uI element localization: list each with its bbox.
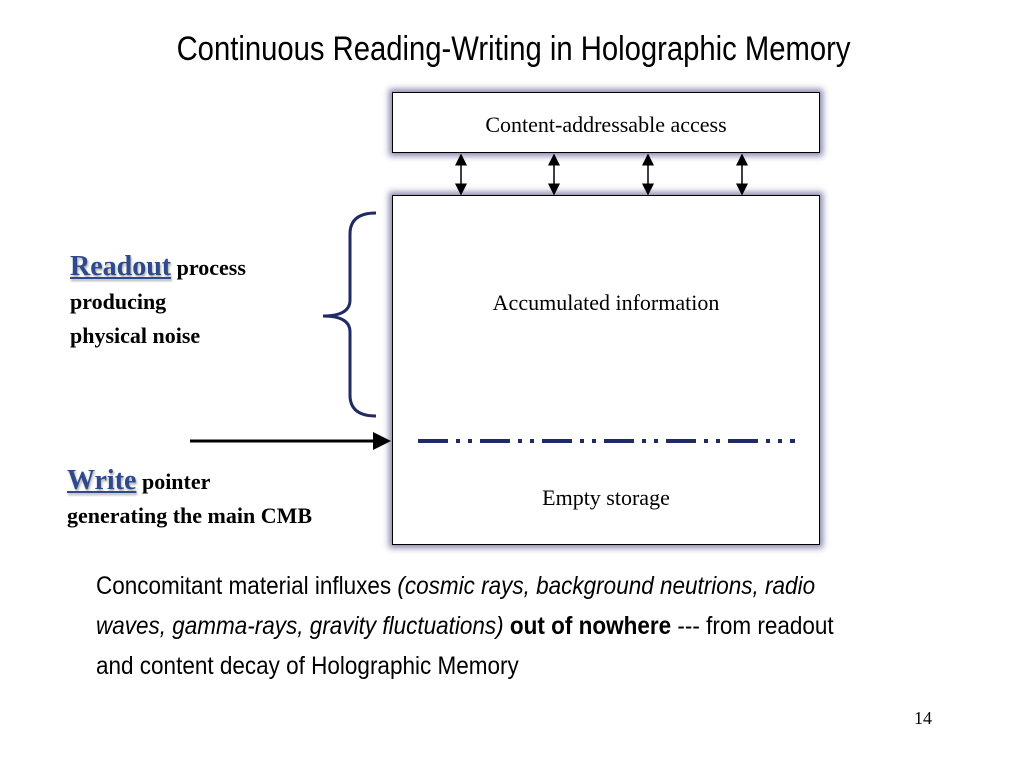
slide-title: Continuous Reading-Writing in Holographi… (176, 30, 851, 68)
readout-line2: producing (70, 289, 167, 314)
write-line2: generating the main CMB (67, 503, 313, 528)
accumulated-information-label: Accumulated information (492, 290, 720, 315)
memory-storage-box: Accumulated information Empty storage (392, 195, 820, 545)
caption-text: Concomitant material influxes (cosmic ra… (96, 566, 870, 686)
write-description: Write pointer generating the main CMB (67, 464, 312, 533)
write-keyword: Write (67, 465, 137, 496)
caption-italic: (cosmic rays, background neutrions, radi… (96, 572, 816, 640)
empty-storage-label: Empty storage (542, 485, 670, 510)
write-line1-rest: pointer (136, 469, 211, 494)
readout-keyword: Readout (70, 251, 172, 282)
page-number: 14 (914, 708, 932, 728)
readout-brace (322, 211, 377, 418)
readout-description: Readout process producing physical noise (70, 250, 246, 353)
readout-line3: physical noise (70, 323, 201, 348)
readout-line1-rest: process (171, 255, 246, 280)
caption-part1: Concomitant material influxes (96, 572, 398, 600)
caption-part2: --- from readout and content decay of Ho… (96, 612, 834, 680)
content-addressable-access-box: Content-addressable access (392, 92, 820, 153)
content-addressable-access-label: Content-addressable access (485, 112, 727, 137)
caption-bold: out of nowhere (503, 612, 672, 640)
